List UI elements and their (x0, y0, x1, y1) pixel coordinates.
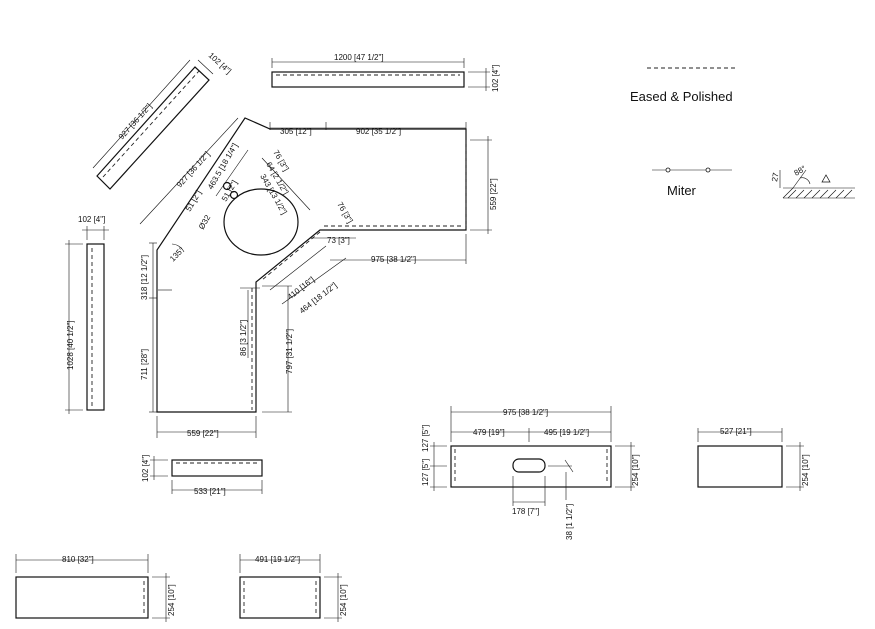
panel-527: 527 [21"] 254 [10"] (697, 427, 810, 491)
dim-559-right: 559 [22"] (489, 178, 498, 210)
miter-label: Miter (667, 183, 697, 198)
miter-detail: 27 88° (770, 164, 855, 199)
dim-51-b: 51 [2"] (220, 179, 239, 203)
panel-491: 491 [19 1/2"] 254 [10"] (239, 554, 348, 622)
dim-975-back: 975 [38 1/2"] (503, 408, 548, 417)
miter-symbol (652, 167, 732, 173)
legend: Eased & Polished Miter 27 88° (630, 67, 855, 199)
dim-102-top: 102 [4"] (491, 65, 500, 92)
dim-797: 797 [31 1/2"] (285, 329, 294, 374)
faucet-hole-2 (229, 190, 239, 200)
dim-254-491: 254 [10"] (339, 584, 348, 616)
dim-86: 86 [3 1/2"] (239, 320, 248, 356)
dim-127-b: 127 [5"] (421, 459, 430, 486)
dim-73: 73 [3"] (327, 236, 350, 245)
dim-305: 305 [12"] (280, 127, 312, 136)
dim-254-527: 254 [10"] (801, 454, 810, 486)
miter-angle-label: 88° (793, 164, 808, 178)
dim-491: 491 [19 1/2"] (255, 555, 300, 564)
dim-975-main: 975 [38 1/2"] (371, 255, 416, 264)
dim-927-strip: 927 [36 1/2"] (117, 102, 154, 142)
dim-76-b: 76 [3"] (335, 201, 354, 225)
dim-527: 527 [21"] (720, 427, 752, 436)
dim-1028: 1028 [40 1/2"] (66, 320, 75, 370)
dim-38: 38 [1 1/2"] (565, 504, 574, 540)
dim-927-main: 927 [36 1/2"] (175, 150, 212, 190)
dim-254-back: 254 [10"] (631, 454, 640, 486)
dim-178: 178 [7"] (512, 507, 539, 516)
dim-51-a: 51 [2"] (184, 189, 203, 213)
hole-diameter: Ø32 (197, 213, 213, 231)
strip-533: 102 [4"] 533 [21"] (141, 455, 263, 496)
faucet-hole-1 (222, 181, 232, 191)
main-countertop: 305 [12"] 902 [35 1/2"] 559 [22"] 927 [3… (139, 117, 498, 438)
dim-479: 479 [19"] (473, 428, 505, 437)
panel-810: 810 [32"] 254 [10"] (15, 554, 176, 622)
sink-cutout (223, 188, 299, 256)
eased-polished-label: Eased & Polished (630, 89, 733, 104)
dim-102-left: 102 [4"] (78, 215, 105, 224)
backsplash-975: 975 [38 1/2"] 479 [19"] 495 [19 1/2"] 12… (421, 406, 640, 540)
miter-height-label: 27 (770, 171, 781, 182)
angle-135: 135° (168, 245, 186, 263)
dim-711: 711 [28"] (140, 349, 149, 380)
dim-127-a: 127 [5"] (421, 425, 430, 452)
dim-495: 495 [19 1/2"] (544, 428, 589, 437)
strip-1028: 102 [4"] 1028 [40 1/2"] (65, 215, 109, 414)
outlet-cutout (512, 458, 546, 473)
dim-810: 810 [32"] (62, 555, 94, 564)
dim-533: 533 [21"] (194, 487, 226, 496)
strip-1200: 1200 [47 1/2"] 102 [4"] (271, 53, 500, 92)
dim-254-810: 254 [10"] (167, 584, 176, 616)
dim-1200: 1200 [47 1/2"] (334, 53, 384, 62)
dim-559-bottom: 559 [22"] (187, 429, 219, 438)
dim-102-small: 102 [4"] (141, 455, 150, 482)
dim-902: 902 [35 1/2"] (356, 127, 401, 136)
dim-318: 318 [12 1/2"] (140, 255, 149, 300)
